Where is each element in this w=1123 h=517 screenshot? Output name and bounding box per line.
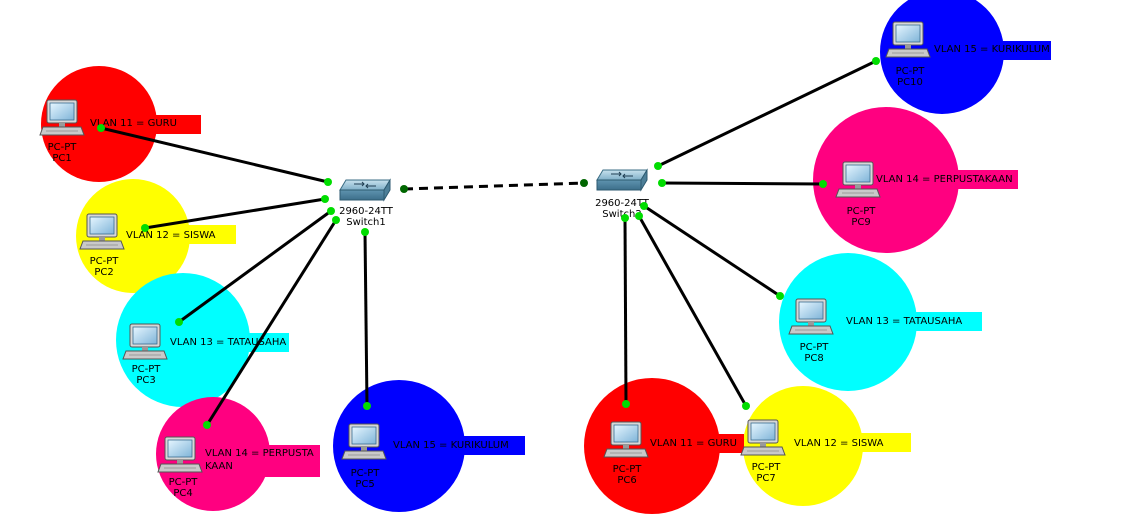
link-switch2-pc10[interactable]: [657, 59, 877, 168]
pc4-vlan-text: KAAN: [205, 461, 233, 472]
link-switch1-pc1[interactable]: [100, 126, 329, 184]
link-switch1-switch2[interactable]: [403, 181, 585, 191]
pc4-name-label: PC4: [173, 488, 192, 499]
pc8-vlan-text: VLAN 13 = TATAUSAHA: [846, 316, 962, 327]
port-status-light: [580, 179, 588, 187]
pc2-vlan-text: VLAN 12 = SISWA: [126, 230, 216, 241]
pc5-name-label: PC5: [355, 479, 374, 490]
port-status-light: [776, 292, 784, 300]
pc8-name-label: PC8: [804, 353, 823, 364]
link-switch2-pc9[interactable]: [661, 181, 824, 186]
port-status-light: [742, 402, 750, 410]
port-status-light: [621, 214, 629, 222]
pc10-vlan-label-bg: [924, 41, 1051, 60]
switch2-model-label: 2960-24TT: [595, 198, 650, 209]
pc1-type-label: PC-PT: [48, 142, 78, 153]
port-status-light: [363, 402, 371, 410]
pc5-type-label: PC-PT: [351, 468, 381, 479]
link-switch1-pc2[interactable]: [144, 197, 326, 230]
pc1-vlan-label-bg: [155, 115, 201, 134]
pc4-computer-icon[interactable]: [157, 436, 203, 473]
pc5-vlan-label-bg: [386, 436, 525, 455]
pc9-computer-icon[interactable]: [835, 161, 881, 198]
pc3-computer-icon[interactable]: [122, 323, 168, 360]
port-status-light: [654, 162, 662, 170]
port-status-light: [327, 207, 335, 215]
pc4-type-label: PC-PT: [169, 477, 199, 488]
port-status-light: [324, 178, 332, 186]
pc10-type-label: PC-PT: [896, 66, 926, 77]
pc9-vlan-label-bg: [868, 170, 1018, 189]
pc2-computer-icon[interactable]: [79, 213, 125, 250]
port-status-light: [640, 202, 648, 210]
port-status-light: [658, 179, 666, 187]
port-status-light: [400, 185, 408, 193]
pc7-vlan-text: VLAN 12 = SISWA: [794, 438, 884, 449]
port-status-light: [361, 228, 369, 236]
port-status-light: [635, 212, 643, 220]
switch2-switch-icon[interactable]: [596, 168, 648, 192]
pc7-name-label: PC7: [756, 473, 775, 484]
pc1-vlan-area: [41, 66, 157, 182]
link-switch2-pc8[interactable]: [643, 204, 781, 298]
pc1-name-label: PC1: [52, 153, 71, 164]
port-status-light: [203, 421, 211, 429]
port-status-light: [332, 216, 340, 224]
pc10-name-label: PC10: [897, 77, 923, 88]
pc6-name-label: PC6: [617, 475, 636, 486]
pc8-computer-icon[interactable]: [788, 298, 834, 335]
pc4-vlan-label-bg: [200, 445, 320, 477]
port-status-light: [819, 180, 827, 188]
pc3-vlan-text: VLAN 13 = TATAUSAHA: [170, 337, 286, 348]
port-status-light: [321, 195, 329, 203]
pc5-computer-icon[interactable]: [341, 423, 387, 460]
pc2-type-label: PC-PT: [90, 256, 120, 267]
pc9-name-label: PC9: [851, 217, 870, 228]
pc1-computer-icon[interactable]: [39, 99, 85, 136]
link-switch2-pc6[interactable]: [623, 217, 628, 405]
switch2-name-label: Switch2: [602, 209, 641, 220]
switch1-model-label: 2960-24TT: [339, 206, 394, 217]
link-switch1-pc3[interactable]: [178, 209, 332, 324]
pc10-vlan-text: VLAN 15 = KURIKULUM: [934, 44, 1050, 55]
link-switch1-pc4[interactable]: [205, 219, 338, 426]
pc6-type-label: PC-PT: [613, 464, 643, 475]
pc2-name-label: PC2: [94, 267, 113, 278]
link-switch2-pc7[interactable]: [637, 215, 748, 407]
pc4-vlan-text: VLAN 14 = PERPUSTA: [205, 448, 314, 459]
pc7-type-label: PC-PT: [752, 462, 782, 473]
pc9-vlan-text: VLAN 14 = PERPUSTAKAAN: [876, 174, 1013, 185]
port-status-light: [622, 400, 630, 408]
port-status-light: [872, 57, 880, 65]
pc10-computer-icon[interactable]: [885, 21, 931, 58]
link-switch1-pc5[interactable]: [363, 231, 369, 407]
pc7-computer-icon[interactable]: [740, 419, 786, 456]
pc3-type-label: PC-PT: [132, 364, 162, 375]
pc9-type-label: PC-PT: [847, 206, 877, 217]
pc8-vlan-label-bg: [838, 312, 982, 331]
pc7-vlan-label-bg: [786, 433, 911, 452]
switch1-switch-icon[interactable]: [339, 178, 391, 202]
pc6-vlan-label-bg: [644, 434, 744, 453]
pc3-vlan-label-bg: [165, 333, 289, 352]
pc6-computer-icon[interactable]: [603, 421, 649, 458]
switch1-name-label: Switch1: [346, 217, 385, 228]
pc5-vlan-text: VLAN 15 = KURIKULUM: [393, 440, 509, 451]
pc3-name-label: PC3: [136, 375, 155, 386]
pc8-type-label: PC-PT: [800, 342, 830, 353]
pc1-vlan-text: VLAN 11 = GURU: [90, 118, 177, 129]
port-status-light: [141, 224, 149, 232]
port-status-light: [175, 318, 183, 326]
pc6-vlan-text: VLAN 11 = GURU: [650, 438, 737, 449]
port-status-light: [97, 124, 105, 132]
